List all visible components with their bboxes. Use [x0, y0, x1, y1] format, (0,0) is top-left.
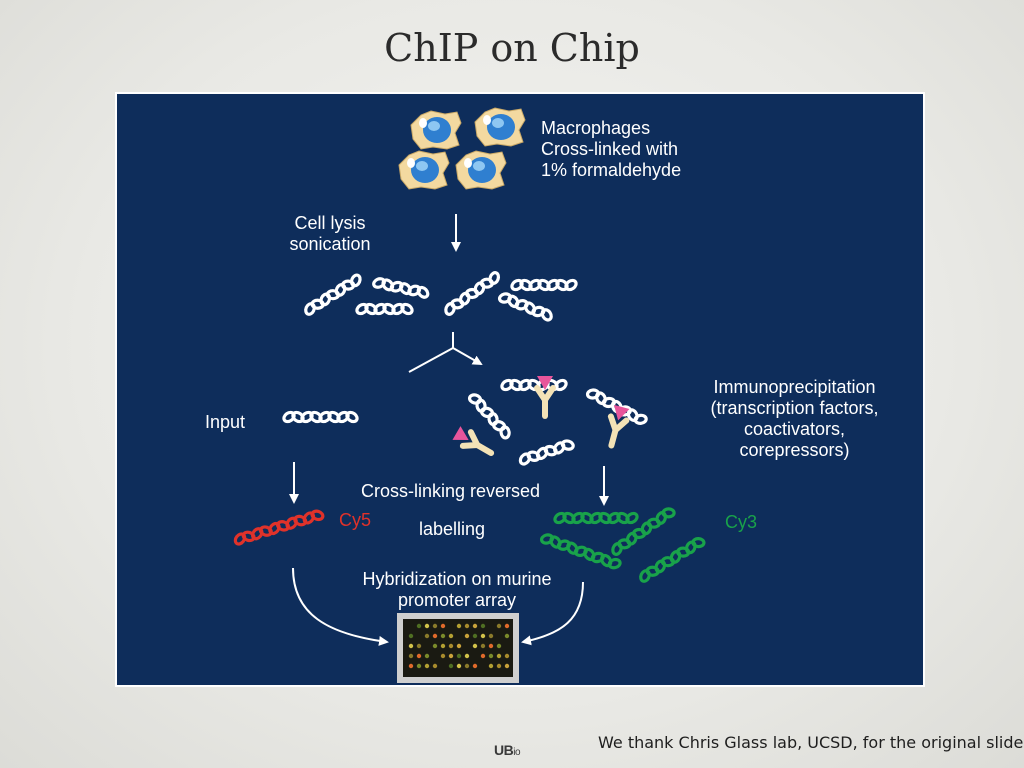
cy3-labelled-dna [539, 507, 706, 583]
dna-strand-icon [304, 273, 362, 316]
dna-strand-icon [282, 410, 359, 424]
dna-strand-icon [372, 277, 430, 299]
input-dna-fragment [282, 410, 359, 424]
input-label: Input [205, 412, 246, 432]
dna-strand-icon [233, 509, 325, 546]
macrophages-label: Macrophages Cross-linked with 1% formald… [541, 118, 682, 180]
immunoprecipitation-label: Immunoprecipitation (transcription facto… [710, 377, 879, 460]
curved-arrow-icon [292, 567, 389, 646]
split-arrow-icon [408, 332, 483, 373]
curved-arrow-icon [521, 581, 584, 646]
cell-lysis-label: Cell lysis sonication [289, 213, 371, 254]
dna-strand-icon [539, 533, 622, 570]
cy3-label: Cy3 [725, 512, 758, 532]
labelling-label: labelling [419, 519, 486, 539]
macrophage-cells-icon [398, 107, 526, 190]
antibody-icons [452, 376, 630, 456]
credit-text: We thank Chris Glass lab, UCSD, for the … [598, 733, 1024, 752]
dna-strand-icon [518, 439, 575, 466]
dna-strand-icon [611, 507, 676, 556]
dna-strand-icon [553, 511, 639, 525]
macrophage-cell-icon [410, 110, 462, 150]
antibody-icon [452, 426, 495, 456]
macrophage-cell-icon [455, 150, 507, 190]
antibody-icon [534, 376, 556, 419]
chip-diagram-panel: Macrophages Cross-linked with 1% formald… [115, 92, 925, 687]
diagram-graphics [233, 107, 706, 683]
sheared-dna-fragments [304, 271, 578, 322]
cy5-labelled-dna [233, 509, 325, 546]
macrophage-cell-icon [474, 107, 526, 147]
cy5-label: Cy5 [339, 510, 372, 530]
dna-strand-icon [444, 271, 501, 316]
dna-strand-icon [510, 278, 578, 292]
dna-strand-icon [500, 378, 568, 392]
ubio-logo: UBio [494, 742, 521, 758]
hybridization-label: Hybridization on murine promoter array [362, 569, 552, 610]
dna-strand-icon [497, 292, 553, 322]
array-chip-icon [397, 613, 519, 683]
crosslinking-reversed-label: Cross-linking reversed [361, 481, 541, 501]
slide-title: ChIP on Chip [384, 26, 640, 70]
dna-strand-icon [639, 537, 706, 583]
dna-strand-icon [355, 302, 414, 316]
macrophage-cell-icon [398, 150, 450, 190]
dna-strand-icon [467, 393, 511, 440]
antibody-icon [607, 404, 630, 449]
